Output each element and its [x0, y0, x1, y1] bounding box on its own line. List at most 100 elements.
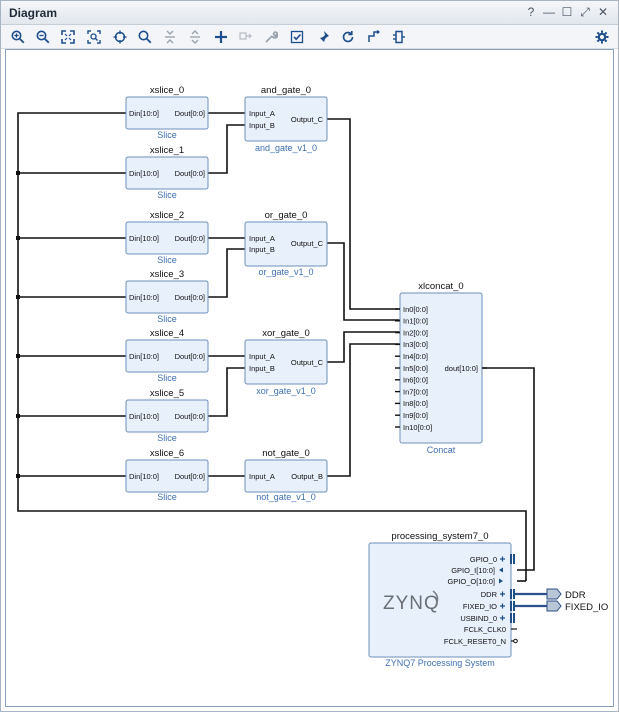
external-port-fixed-io[interactable]: FIXED_IO [546, 600, 608, 613]
block-name: not_gate_0 [262, 448, 310, 459]
concat-input-label: In8[0:0] [403, 399, 428, 408]
slice-xslice-6[interactable]: xslice_6 Din[10:0] Dout[0:0] Slice [125, 448, 209, 502]
wire-xor-in2[interactable] [327, 331, 400, 363]
port-usbind-0: USBIND_0 [460, 614, 497, 623]
block-type: Slice [157, 190, 177, 200]
block-type: not_gate_v1_0 [256, 492, 316, 502]
port-din: Din[10:0] [129, 352, 159, 361]
slice-xslice-5[interactable]: xslice_5 Din[10:0] Dout[0:0] Slice [125, 388, 209, 443]
slice-xslice-3[interactable]: xslice_3 Din[10:0] Dout[0:0] Slice [125, 269, 209, 324]
slice-xslice-1[interactable]: xslice_1 Din[10:0] Dout[0:0] Slice [125, 145, 209, 200]
concat-input-label: In7[0:0] [403, 387, 428, 396]
block-name: processing_system7_0 [391, 531, 488, 542]
settings-icon[interactable] [593, 28, 611, 46]
wrench-icon[interactable] [262, 28, 280, 46]
pin-icon[interactable] [314, 28, 332, 46]
block-name: and_gate_0 [261, 85, 311, 96]
net-wires [17, 112, 548, 608]
wire-dout-gpio-i[interactable] [482, 367, 535, 571]
expand-icon[interactable] [186, 28, 204, 46]
concat-xlconcat-0[interactable]: xlconcat_0 In0[0:0]In1[0:0]In2[0:0]In3[0… [395, 281, 487, 455]
zoom-area-icon[interactable] [85, 28, 103, 46]
port-dout: Dout[0:0] [175, 234, 205, 243]
port-dout: Dout[0:0] [175, 472, 205, 481]
port-fixed-io: FIXED_IO [463, 602, 497, 611]
block-diagram[interactable]: xslice_0 Din[10:0] Dout[0:0] Slice xslic… [5, 49, 614, 707]
slice-xslice-2[interactable]: xslice_2 Din[10:0] Dout[0:0] Slice [125, 210, 209, 265]
slice-xslice-0[interactable]: xslice_0 Din[10:0] Dout[0:0] Slice [125, 85, 209, 140]
block-type: xor_gate_v1_0 [256, 386, 316, 396]
block-type: Concat [427, 445, 456, 455]
gate-not-gate-0[interactable]: not_gate_0 Input_A Output_B not_gate_v1_… [244, 448, 328, 502]
concat-input-label: In1[0:0] [403, 317, 428, 326]
port-input-b: Input_B [249, 245, 275, 254]
block-name: xslice_2 [150, 210, 184, 221]
optimize-routing-icon[interactable] [365, 28, 383, 46]
zoom-out-icon[interactable] [34, 28, 52, 46]
port-dout: Dout[0:0] [175, 169, 205, 178]
port-input-a: Input_A [249, 472, 275, 481]
port-input-a: Input_A [249, 234, 275, 243]
diagram-canvas[interactable]: xslice_0 Din[10:0] Dout[0:0] Slice xslic… [5, 49, 614, 707]
block-type: Slice [157, 492, 177, 502]
block-type: Slice [157, 433, 177, 443]
regenerate-icon[interactable] [339, 28, 357, 46]
port-gpio-o: GPIO_O[10:0] [447, 577, 495, 586]
block-type: ZYNQ7 Processing System [385, 658, 495, 668]
slice-xslice-4[interactable]: xslice_4 Din[10:0] Dout[0:0] Slice [125, 328, 209, 383]
external-port-label: DDR [565, 590, 586, 601]
collapse-icon[interactable] [161, 28, 179, 46]
diagram-toolbar [1, 25, 618, 49]
port-input-a: Input_A [249, 352, 275, 361]
gate-xor-gate-0[interactable]: xor_gate_0 Input_A Input_B Output_C xor_… [244, 328, 328, 396]
help-icon[interactable]: ? [527, 5, 535, 19]
validate-icon[interactable] [288, 28, 306, 46]
block-type: Slice [157, 314, 177, 324]
block-type: Slice [157, 373, 177, 383]
wire-not-in3[interactable] [327, 343, 400, 477]
concat-input-label: In3[0:0] [403, 340, 428, 349]
port-din: Din[10:0] [129, 412, 159, 421]
make-connection-icon[interactable] [237, 28, 255, 46]
block-type: Slice [157, 255, 177, 265]
fit-selection-icon[interactable] [111, 28, 129, 46]
concat-input-label: In2[0:0] [403, 328, 428, 337]
port-din: Din[10:0] [129, 234, 159, 243]
wire-or-in1[interactable] [327, 242, 400, 321]
port-output: Output_C [291, 358, 324, 367]
port-dout: Dout[0:0] [175, 109, 205, 118]
ps7-processing-system7-0[interactable]: processing_system7_0 ZYNQ GPIO_0 GPIO_I[… [368, 531, 518, 668]
port-input-b: Input_B [249, 364, 275, 373]
wire-s5-xor[interactable] [208, 367, 245, 417]
concat-input-label: In6[0:0] [403, 376, 428, 385]
maximize-icon[interactable]: ☐ [561, 5, 573, 19]
port-input-b: Input_B [249, 121, 275, 130]
port-fclk-clk0: FCLK_CLK0 [464, 625, 506, 634]
zoom-fit-icon[interactable] [59, 28, 77, 46]
external-port-ddr[interactable]: DDR [546, 588, 586, 601]
add-ip-icon[interactable] [212, 28, 230, 46]
block-type: or_gate_v1_0 [258, 267, 313, 277]
port-din: Din[10:0] [129, 109, 159, 118]
minimize-icon[interactable]: — [543, 5, 555, 19]
gate-and-gate-0[interactable]: and_gate_0 Input_A Input_B Output_C and_… [244, 85, 328, 153]
wire-and-in0[interactable] [327, 118, 400, 310]
block-type: and_gate_v1_0 [255, 143, 317, 153]
port-din: Din[10:0] [129, 169, 159, 178]
close-icon[interactable]: ✕ [597, 5, 609, 19]
port-fclk-reset0-n: FCLK_RESET0_N [444, 637, 506, 646]
gpio-o-net[interactable] [17, 112, 527, 581]
zoom-in-icon[interactable] [9, 28, 27, 46]
float-icon[interactable]: ⤢ [580, 4, 590, 19]
bus-icon[interactable] [390, 28, 408, 46]
block-type: Slice [157, 130, 177, 140]
concat-input-label: In5[0:0] [403, 364, 428, 373]
wire-s1-and[interactable] [208, 124, 245, 174]
search-icon[interactable] [136, 28, 154, 46]
gate-or-gate-0[interactable]: or_gate_0 Input_A Input_B Output_C or_ga… [244, 210, 328, 277]
port-ddr: DDR [481, 590, 498, 599]
wire-s3-or[interactable] [208, 248, 245, 298]
concat-input-label: In10[0:0] [403, 423, 432, 432]
port-din: Din[10:0] [129, 472, 159, 481]
port-output: Output_C [291, 115, 324, 124]
